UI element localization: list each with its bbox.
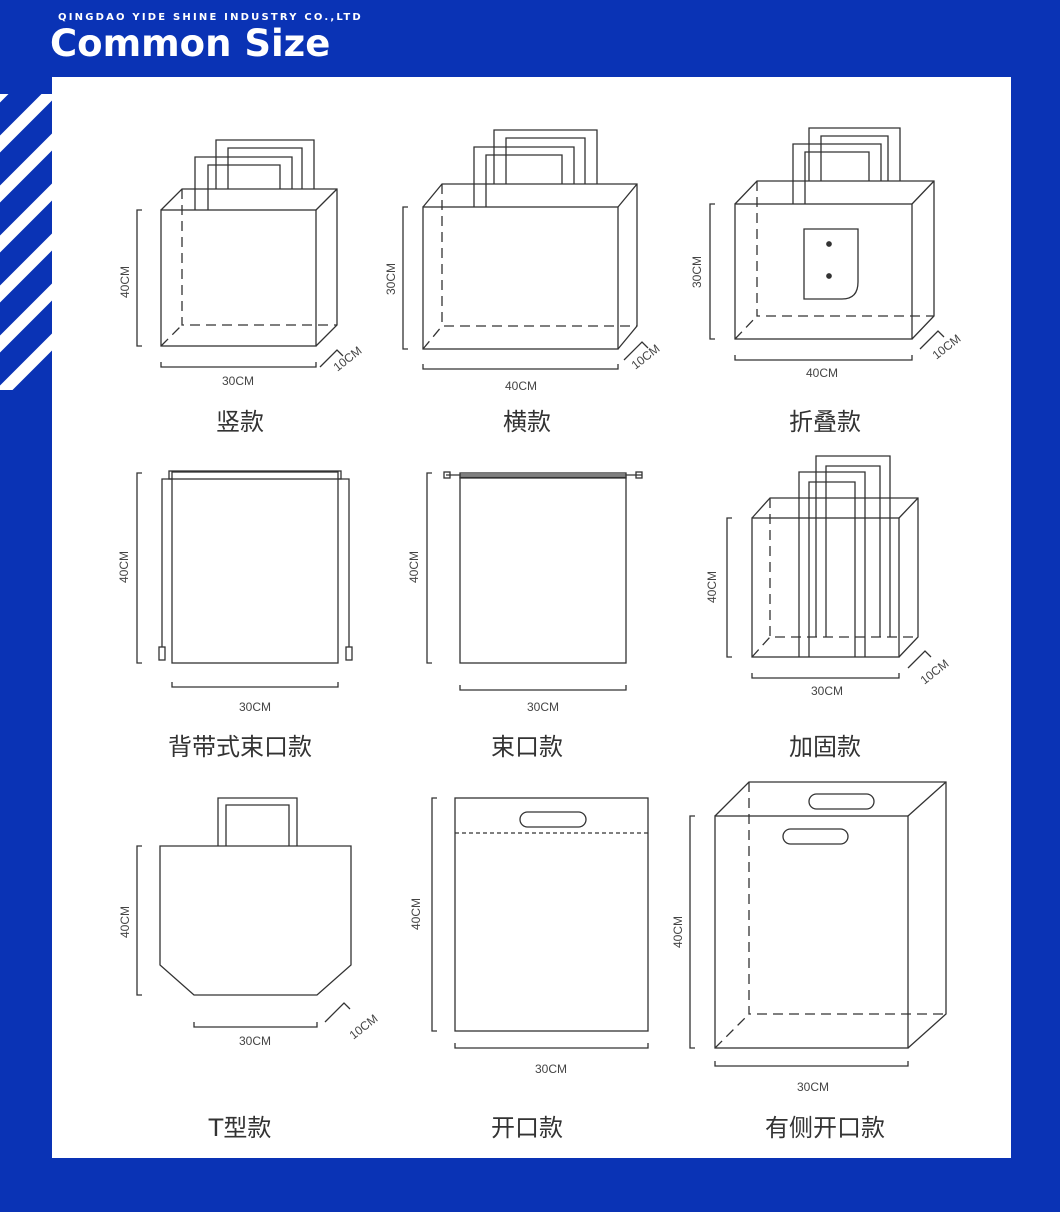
bag-6-name: 加固款 xyxy=(789,733,861,761)
bag-6-width-label: 30CM xyxy=(811,684,843,698)
page-title: Common Size xyxy=(50,22,331,65)
bag-horizontal-drawing xyxy=(402,129,649,370)
bag-1-depth-label: 10CM xyxy=(331,343,365,374)
bag-vertical-drawing xyxy=(136,139,344,368)
bag-2-height-label: 30CM xyxy=(384,263,398,295)
bag-9-height-label: 40CM xyxy=(671,916,685,948)
bag-9-name: 有侧开口款 xyxy=(765,1114,885,1142)
company-name: QINGDAO YIDE SHINE INDUSTRY CO.,LTD xyxy=(58,12,363,23)
bag-3-depth-label: 10CM xyxy=(930,331,964,362)
bag-side-gusset-die-cut-drawing xyxy=(689,781,947,1067)
bag-7-name: T型款 xyxy=(208,1114,272,1142)
bag-7-depth-label: 10CM xyxy=(347,1011,381,1042)
bag-5-width-label: 30CM xyxy=(527,700,559,714)
decorative-stripes xyxy=(0,94,52,390)
bag-4-width-label: 30CM xyxy=(239,700,271,714)
bag-folding-drawing xyxy=(709,127,945,361)
bag-6-depth-label: 10CM xyxy=(918,656,952,687)
bag-2-name: 横款 xyxy=(503,408,551,436)
bag-4-height-label: 40CM xyxy=(117,551,131,583)
bag-6-height-label: 40CM xyxy=(705,571,719,603)
bag-1-width-label: 30CM xyxy=(222,374,254,388)
bag-1-name: 竖款 xyxy=(216,408,264,436)
bag-8-height-label: 40CM xyxy=(409,898,423,930)
bag-2-width-label: 40CM xyxy=(505,379,537,393)
bag-drawstring-drawing xyxy=(426,471,643,691)
bag-8-width-label: 30CM xyxy=(535,1062,567,1076)
bag-1-height-label: 40CM xyxy=(118,266,132,298)
bag-7-width-label: 30CM xyxy=(239,1034,271,1048)
bag-reinforced-drawing xyxy=(726,455,932,679)
bag-5-name: 束口款 xyxy=(491,733,563,761)
bag-3-name: 折叠款 xyxy=(789,408,861,436)
bag-3-height-label: 30CM xyxy=(690,256,704,288)
size-panel: 40CM 30CM 10CM 30CM 40CM 10CM 30CM 40CM … xyxy=(52,77,1011,1158)
bag-4-name: 背带式束口款 xyxy=(168,733,312,761)
bag-backpack-drawstring-drawing xyxy=(136,470,353,688)
bag-3-width-label: 40CM xyxy=(806,366,838,380)
bag-7-height-label: 40CM xyxy=(118,906,132,938)
bag-die-cut-drawing xyxy=(431,797,649,1049)
bag-8-name: 开口款 xyxy=(491,1114,563,1142)
bag-9-width-label: 30CM xyxy=(797,1080,829,1094)
bag-t-shape-drawing xyxy=(136,797,352,1028)
bag-5-height-label: 40CM xyxy=(407,551,421,583)
